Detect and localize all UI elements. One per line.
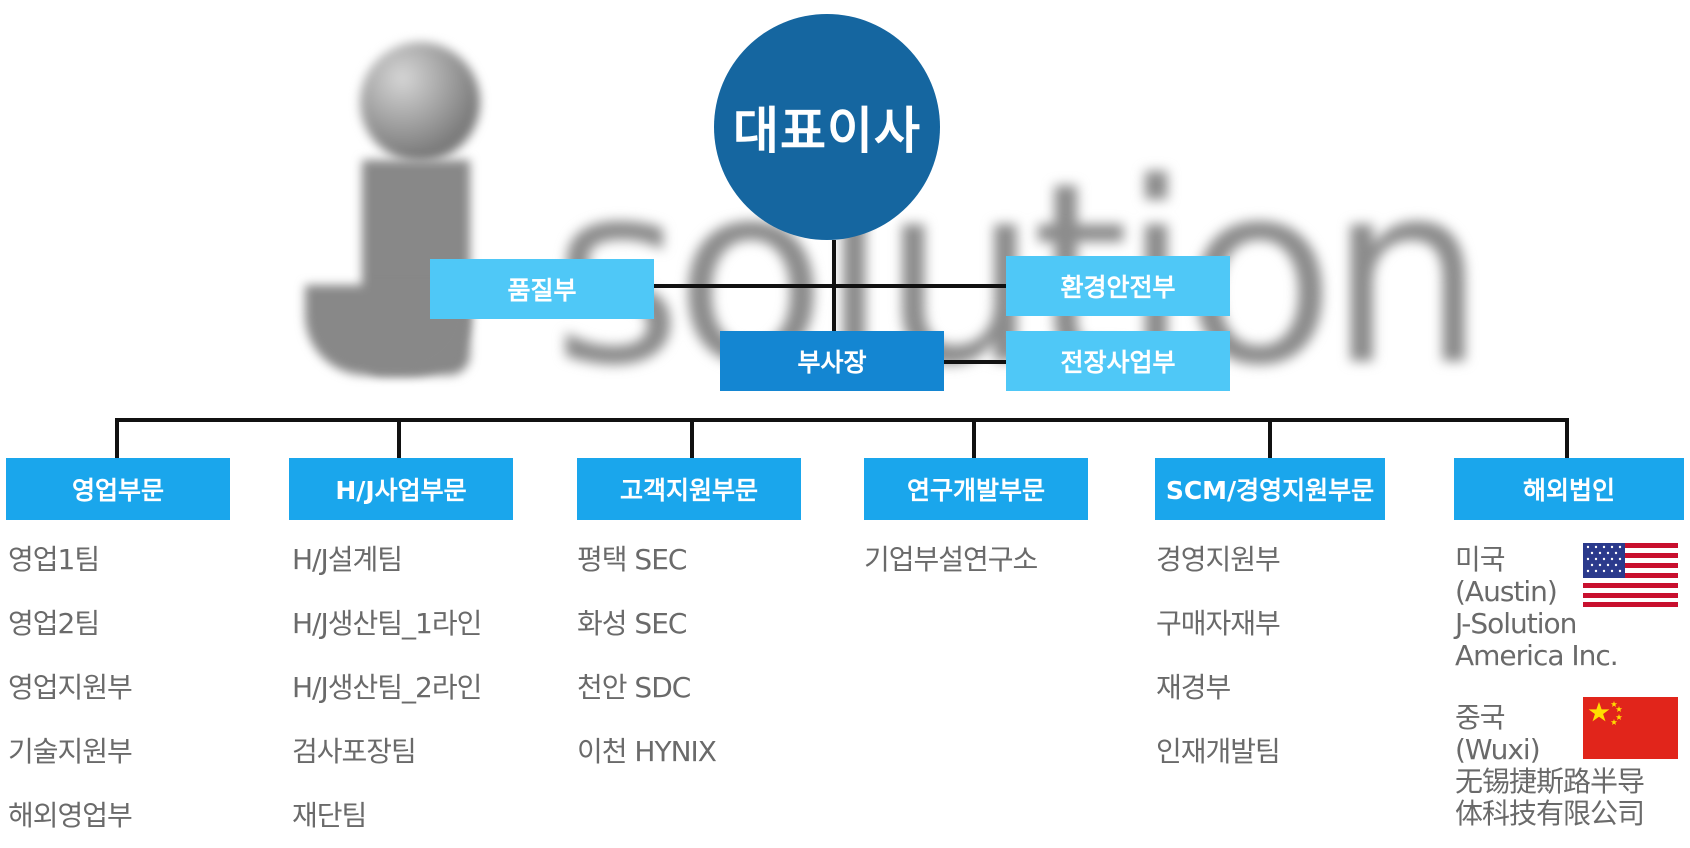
vice-president-label: 부사장 bbox=[797, 348, 867, 377]
list-item: 해외영업부 bbox=[8, 799, 133, 832]
overseas-company-name: J-Solution bbox=[1455, 607, 1577, 640]
environment-safety-node: 환경안전부 bbox=[1006, 256, 1230, 316]
division-hj-business: H/J사업부문 bbox=[289, 458, 513, 520]
overseas-city: (Wuxi) bbox=[1455, 733, 1541, 766]
ceo-node: 대표이사 bbox=[714, 14, 940, 240]
list-item: 천안 SDC bbox=[577, 671, 691, 704]
division-bus-line bbox=[115, 418, 1569, 422]
sales-team-list: 영업1팀 영업2팀 영업지원부 기술지원부 해외영업부 bbox=[8, 528, 133, 848]
division-overseas: 해외법인 bbox=[1454, 458, 1684, 520]
ceo-label: 대표이사 bbox=[733, 102, 921, 160]
division-sales: 영업부문 bbox=[6, 458, 230, 520]
division-drop-3 bbox=[690, 418, 694, 458]
division-rnd: 연구개발부문 bbox=[864, 458, 1088, 520]
rnd-list: 기업부설연구소 bbox=[864, 528, 1038, 592]
division-drop-4 bbox=[972, 418, 976, 458]
electrical-business-node: 전장사업부 bbox=[1006, 331, 1230, 391]
list-item: 기업부설연구소 bbox=[864, 543, 1038, 576]
china-flag-icon bbox=[1583, 697, 1678, 759]
division-drop-2 bbox=[397, 418, 401, 458]
list-item: 영업1팀 bbox=[8, 543, 100, 576]
list-item: H/J생산팀_2라인 bbox=[292, 671, 482, 704]
overseas-company-name: 无锡捷斯路半导 bbox=[1455, 765, 1645, 798]
list-item: 영업2팀 bbox=[8, 607, 100, 640]
vice-president-node: 부사장 bbox=[720, 331, 944, 391]
list-item: 화성 SEC bbox=[577, 607, 687, 640]
list-item: 영업지원부 bbox=[8, 671, 133, 704]
overseas-usa: 미국 (Austin) J-Solution America Inc. bbox=[1455, 543, 1619, 672]
list-item: 기술지원부 bbox=[8, 735, 133, 768]
list-item: 검사포장팀 bbox=[292, 735, 417, 768]
division-label: 영업부문 bbox=[71, 476, 164, 505]
division-label: 연구개발부문 bbox=[906, 476, 1045, 505]
overseas-company-name: 体科技有限公司 bbox=[1455, 797, 1645, 830]
customer-support-list: 평택 SEC 화성 SEC 천안 SDC 이천 HYNIX bbox=[577, 528, 717, 784]
division-label: 해외법인 bbox=[1522, 476, 1615, 505]
overseas-company-name: America Inc. bbox=[1455, 639, 1619, 672]
scm-management-list: 경영지원부 구매자재부 재경부 인재개발팀 bbox=[1156, 528, 1281, 784]
division-label: H/J사업부문 bbox=[335, 476, 467, 505]
electrical-business-label: 전장사업부 bbox=[1060, 348, 1176, 377]
us-flag-icon bbox=[1583, 543, 1678, 607]
list-item: 재경부 bbox=[1156, 671, 1231, 704]
list-item: 이천 HYNIX bbox=[577, 735, 717, 768]
division-label: 고객지원부문 bbox=[619, 476, 758, 505]
overseas-china: 중국 (Wuxi) 无锡捷斯路半导 体科技有限公司 bbox=[1455, 701, 1645, 830]
list-item: 인재개발팀 bbox=[1156, 735, 1281, 768]
quality-env-horizontal-line bbox=[654, 284, 1006, 288]
list-item: 평택 SEC bbox=[577, 543, 687, 576]
list-item: 경영지원부 bbox=[1156, 543, 1281, 576]
division-drop-5 bbox=[1268, 418, 1272, 458]
ceo-vertical-line bbox=[832, 240, 836, 390]
list-item: 구매자재부 bbox=[1156, 607, 1281, 640]
watermark-ball bbox=[360, 42, 480, 162]
division-label: SCM/경영지원부문 bbox=[1165, 476, 1375, 505]
overseas-city: (Austin) bbox=[1455, 575, 1558, 608]
division-customer-support: 고객지원부문 bbox=[577, 458, 801, 520]
division-drop-6 bbox=[1565, 418, 1569, 458]
overseas-country: 미국 bbox=[1455, 543, 1506, 576]
quality-node: 품질부 bbox=[430, 259, 654, 319]
list-item: H/J설계팀 bbox=[292, 543, 403, 576]
vp-electrical-line bbox=[944, 360, 1006, 364]
environment-safety-label: 환경안전부 bbox=[1060, 273, 1176, 302]
list-item: H/J생산팀_1라인 bbox=[292, 607, 482, 640]
quality-label: 품질부 bbox=[507, 276, 577, 305]
division-scm-management: SCM/경영지원부문 bbox=[1155, 458, 1385, 520]
division-drop-1 bbox=[115, 418, 119, 458]
list-item: 재단팀 bbox=[292, 799, 367, 832]
hj-team-list: H/J설계팀 H/J생산팀_1라인 H/J생산팀_2라인 검사포장팀 재단팀 bbox=[292, 528, 482, 848]
overseas-country: 중국 bbox=[1455, 701, 1506, 734]
